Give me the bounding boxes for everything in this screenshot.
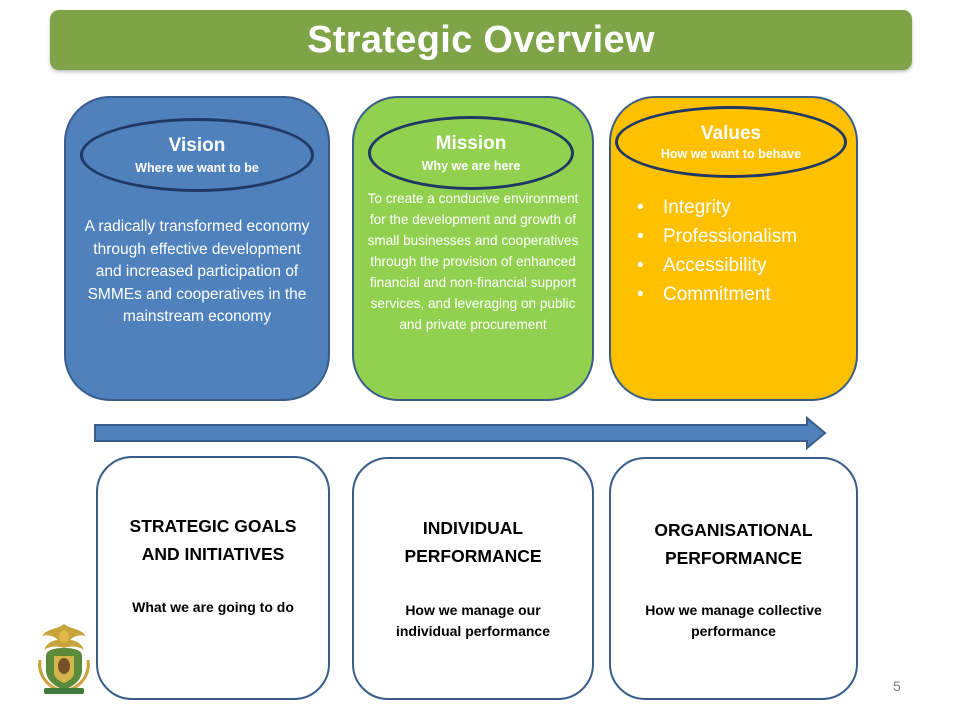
vision-card: Vision Where we want to be A radically t…: [64, 96, 330, 401]
values-item: Professionalism: [637, 222, 797, 251]
mission-ellipse: Mission Why we are here: [368, 116, 574, 190]
values-item: Accessibility: [637, 251, 797, 280]
vision-ellipse: Vision Where we want to be: [80, 118, 314, 192]
values-ellipse: Values How we want to behave: [615, 106, 847, 178]
page-title: Strategic Overview: [307, 18, 655, 61]
mission-body: To create a conducive environment for th…: [367, 191, 579, 332]
box-subtitle: What we are going to do: [132, 599, 294, 615]
box-subtitle: How we manage our individual performance: [395, 602, 551, 639]
vision-body: A radically transformed economy through …: [84, 218, 310, 325]
coat-of-arms-icon: [38, 624, 90, 694]
mission-subheading: Why we are here: [421, 158, 521, 173]
values-list: Integrity Professionalism Accessibility …: [637, 193, 797, 309]
vision-heading: Vision: [168, 134, 226, 156]
individual-performance-box: INDIVIDUAL PERFORMANCE How we manage our…: [352, 457, 594, 700]
values-card: Values How we want to behave Integrity P…: [609, 96, 858, 401]
mission-heading: Mission: [435, 132, 507, 154]
mission-card: Mission Why we are here To create a cond…: [352, 96, 594, 401]
box-title: ORGANISATIONAL PERFORMANCE: [654, 520, 813, 568]
values-item: Commitment: [637, 280, 797, 309]
organisational-performance-box: ORGANISATIONAL PERFORMANCE How we manage…: [609, 457, 858, 700]
box-subtitle: How we manage collective performance: [645, 602, 822, 639]
values-subheading: How we want to behave: [660, 146, 802, 161]
vision-subheading: Where we want to be: [135, 160, 259, 175]
strategic-goals-box: STRATEGIC GOALS AND INITIATIVES What we …: [96, 456, 330, 700]
title-bar: Strategic Overview: [50, 10, 912, 70]
right-arrow-icon: [94, 416, 827, 450]
page-number: 5: [893, 678, 901, 694]
values-heading: Values: [700, 122, 762, 144]
box-title: STRATEGIC GOALS AND INITIATIVES: [129, 516, 297, 564]
values-item: Integrity: [637, 193, 797, 222]
box-title: INDIVIDUAL PERFORMANCE: [404, 518, 542, 566]
